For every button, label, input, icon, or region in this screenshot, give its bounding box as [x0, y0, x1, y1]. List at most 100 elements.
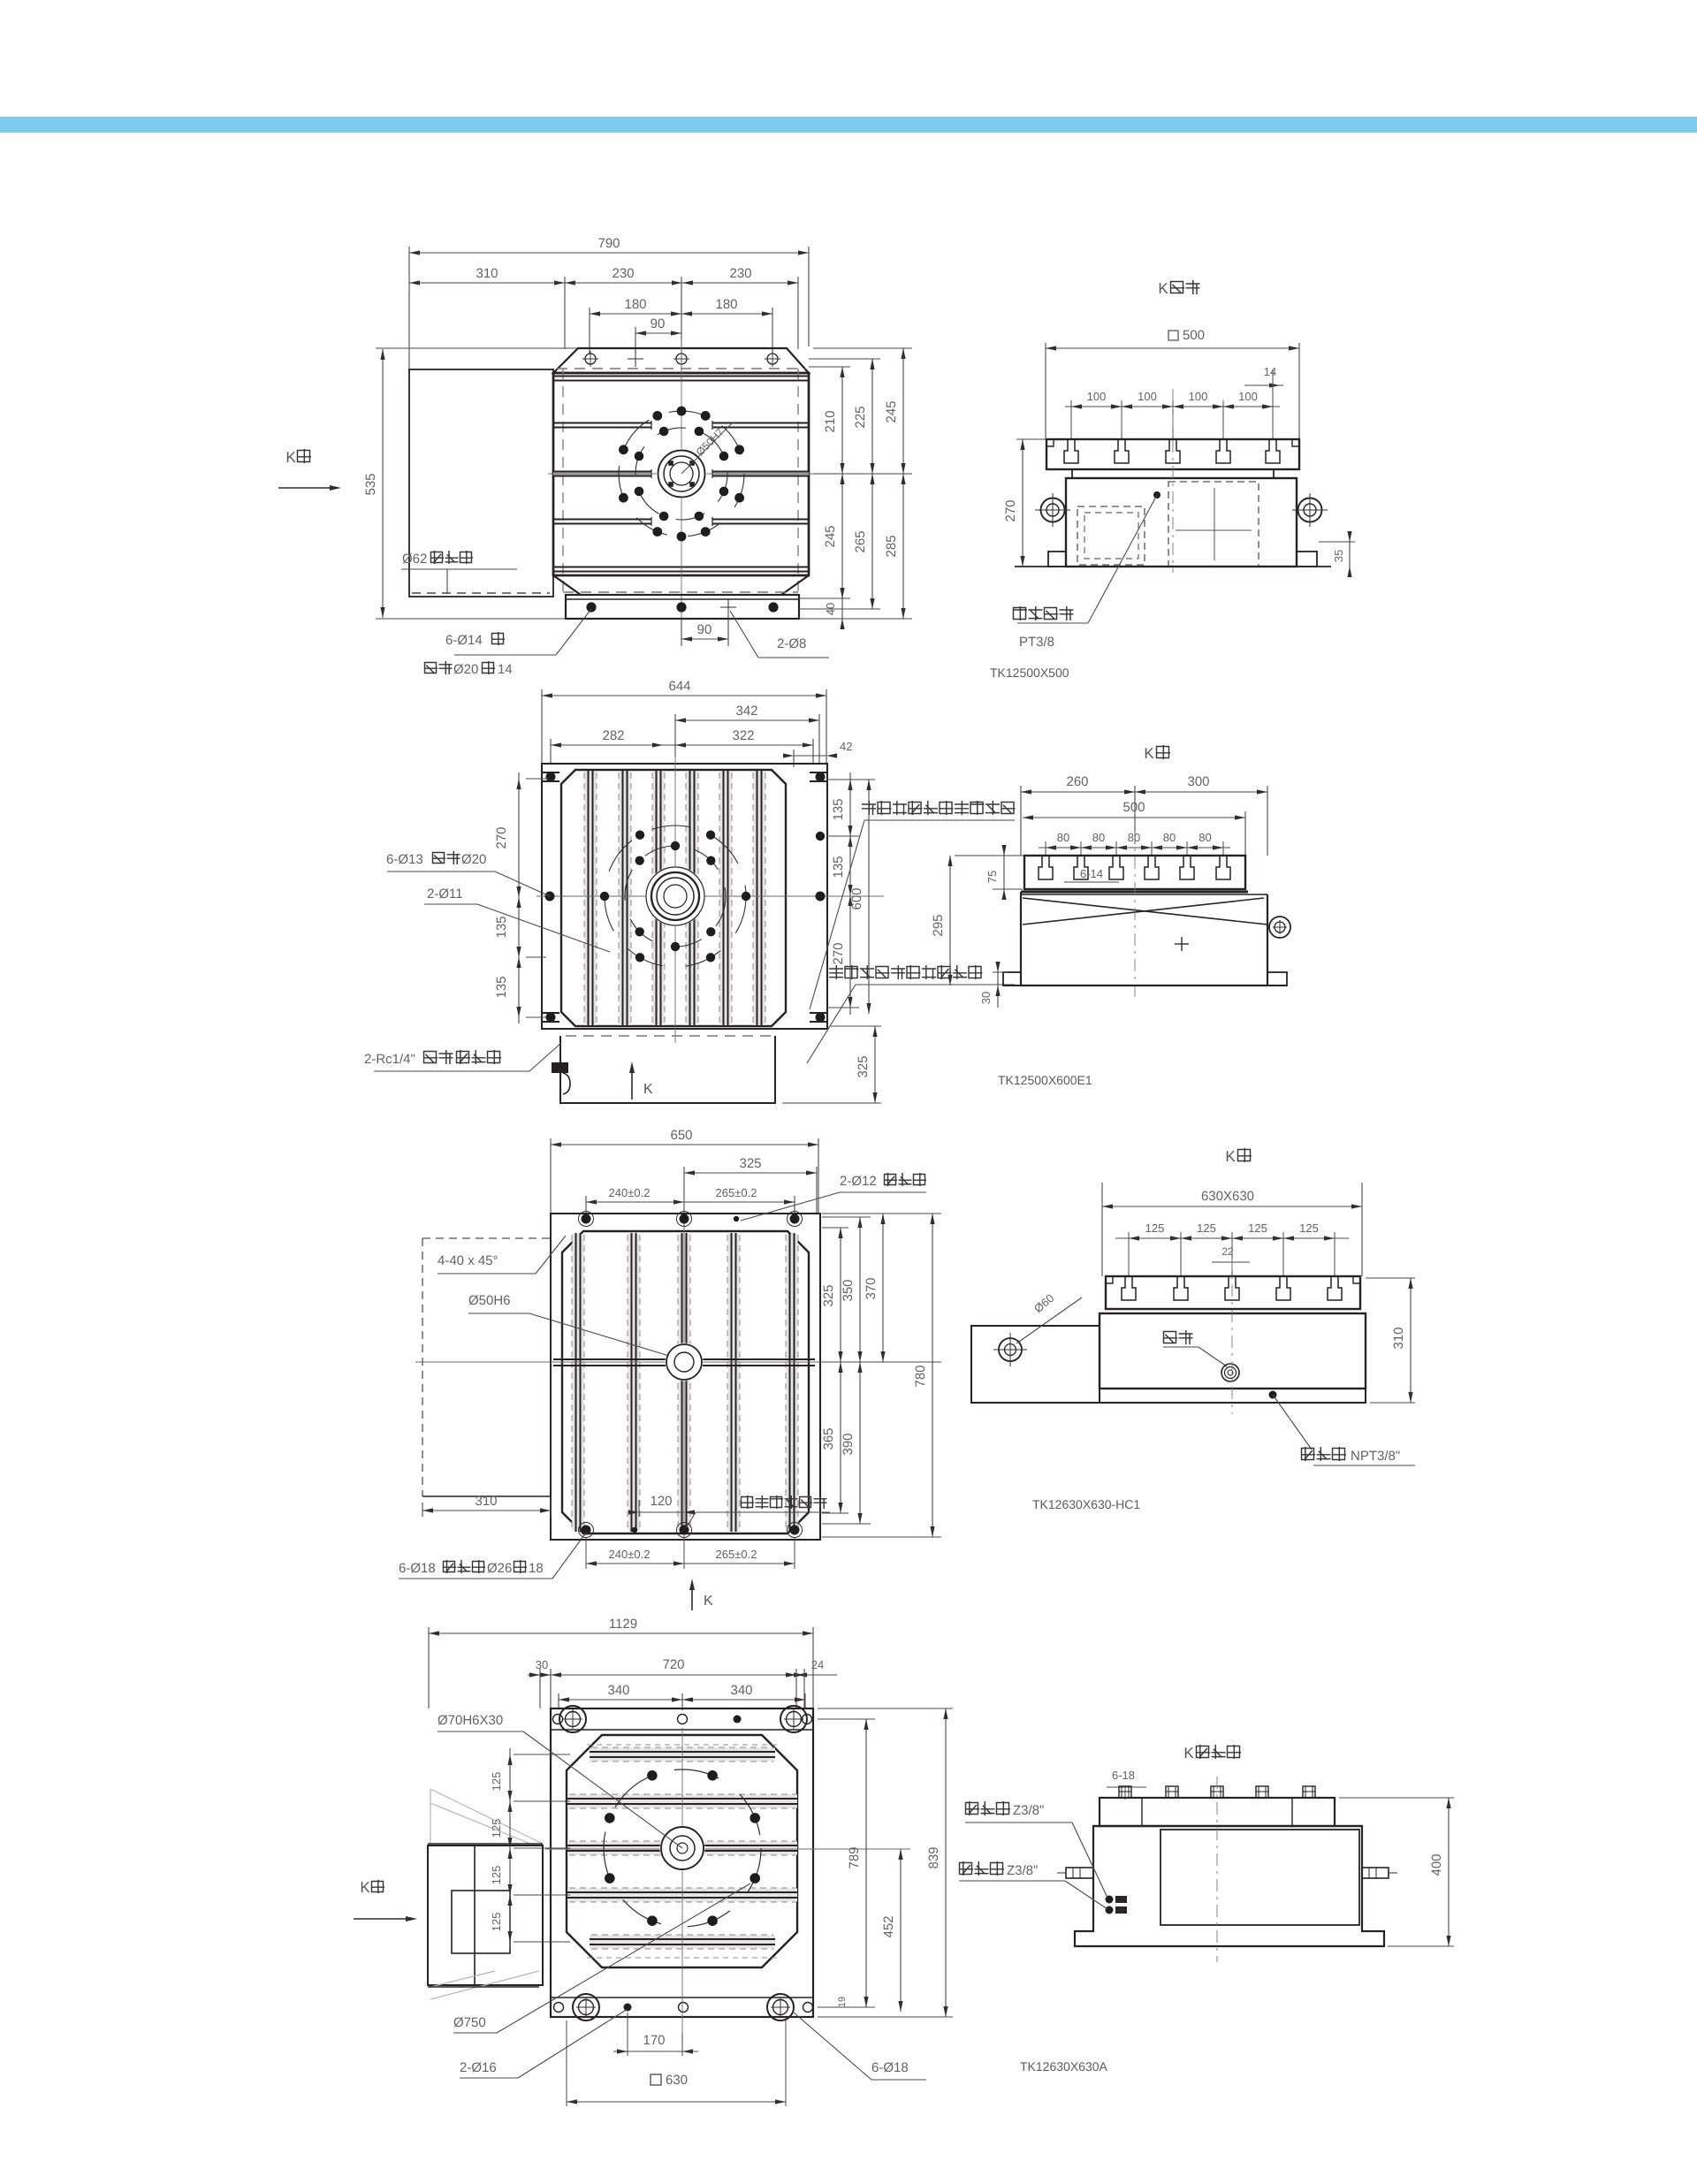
svg-text:100: 100	[1189, 390, 1208, 403]
svg-text:125: 125	[1145, 1221, 1165, 1235]
svg-text:500: 500	[1122, 800, 1145, 815]
svg-text:14: 14	[498, 662, 513, 677]
svg-text:600: 600	[849, 887, 864, 909]
svg-text:40: 40	[824, 603, 837, 615]
svg-text:80: 80	[1092, 831, 1105, 844]
svg-text:K: K	[704, 1594, 713, 1609]
svg-text:90: 90	[651, 316, 666, 331]
svg-text:14: 14	[1264, 365, 1276, 378]
svg-text:Ø70H6X30: Ø70H6X30	[438, 1713, 503, 1728]
svg-text:Ø26: Ø26	[487, 1561, 512, 1576]
svg-text:K: K	[1144, 745, 1154, 762]
svg-text:322: 322	[732, 728, 754, 743]
svg-text:365: 365	[821, 1427, 836, 1450]
svg-text:1129: 1129	[609, 1617, 637, 1632]
svg-text:270: 270	[1003, 499, 1018, 521]
svg-text:K: K	[1183, 1745, 1194, 1762]
svg-text:Z3/8": Z3/8"	[1013, 1803, 1044, 1818]
svg-text:100: 100	[1238, 390, 1258, 403]
svg-text:310: 310	[475, 1494, 497, 1509]
svg-text:225: 225	[853, 406, 868, 428]
svg-text:644: 644	[668, 679, 690, 694]
svg-text:135: 135	[831, 798, 846, 820]
svg-text:282: 282	[602, 728, 624, 743]
svg-text:22: 22	[1221, 1245, 1234, 1258]
svg-text:325: 325	[856, 1055, 871, 1077]
svg-text:18: 18	[529, 1561, 544, 1576]
svg-text:839: 839	[926, 1846, 941, 1868]
svg-text:340: 340	[730, 1683, 752, 1698]
svg-text:80: 80	[1199, 831, 1211, 844]
svg-text:125: 125	[490, 1866, 503, 1885]
svg-text:125: 125	[490, 1913, 503, 1932]
svg-text:TK12630X630-HC1: TK12630X630-HC1	[1032, 1497, 1140, 1511]
svg-text:342: 342	[735, 704, 757, 719]
svg-text:6-Ø13: 6-Ø13	[386, 852, 423, 867]
svg-text:125: 125	[490, 1772, 503, 1792]
svg-text:NPT3/8": NPT3/8"	[1351, 1449, 1400, 1464]
svg-text:K: K	[285, 449, 296, 466]
svg-text:300: 300	[1187, 774, 1209, 789]
svg-text:42: 42	[840, 740, 852, 753]
svg-text:6-18: 6-18	[1112, 1769, 1135, 1782]
svg-text:789: 789	[847, 1846, 862, 1868]
svg-text:90: 90	[697, 622, 712, 637]
svg-text:295: 295	[931, 914, 946, 936]
svg-text:K: K	[1158, 280, 1168, 297]
svg-text:630X630: 630X630	[1201, 1189, 1254, 1204]
svg-text:4-40 x 45°: 4-40 x 45°	[438, 1253, 498, 1268]
svg-text:135: 135	[831, 856, 846, 878]
svg-text:K: K	[643, 1082, 653, 1097]
svg-text:125: 125	[1248, 1221, 1267, 1235]
svg-text:Ø20: Ø20	[461, 852, 486, 867]
svg-text:30: 30	[536, 1658, 548, 1671]
svg-text:245: 245	[884, 400, 899, 422]
svg-text:325: 325	[821, 1284, 836, 1306]
svg-text:310: 310	[476, 266, 498, 281]
svg-text:2-Ø8: 2-Ø8	[777, 636, 806, 651]
svg-text:210: 210	[823, 410, 838, 432]
svg-text:260: 260	[1066, 774, 1088, 789]
svg-text:30: 30	[979, 992, 993, 1004]
svg-text:265±0.2: 265±0.2	[716, 1548, 757, 1561]
svg-text:125: 125	[1299, 1221, 1319, 1235]
svg-text:2-Ø12: 2-Ø12	[840, 1174, 877, 1189]
svg-text:790: 790	[597, 236, 620, 251]
svg-text:780: 780	[913, 1365, 928, 1387]
svg-text:270: 270	[831, 942, 846, 964]
svg-text:PT3/8: PT3/8	[1019, 635, 1054, 650]
svg-text:370: 370	[864, 1277, 879, 1299]
svg-text:Ø50H6: Ø50H6	[468, 1293, 511, 1308]
svg-text:180: 180	[624, 297, 646, 312]
svg-text:500: 500	[1183, 328, 1205, 343]
svg-text:125: 125	[490, 1819, 503, 1838]
svg-text:2-Rc1/4": 2-Rc1/4"	[364, 1052, 415, 1067]
svg-text:80: 80	[1128, 831, 1140, 844]
svg-text:TK12500X600E1: TK12500X600E1	[998, 1073, 1092, 1087]
svg-text:245: 245	[823, 525, 838, 547]
svg-text:6-14: 6-14	[1080, 867, 1103, 880]
svg-text:Z3/8": Z3/8"	[1007, 1863, 1038, 1878]
svg-text:240±0.2: 240±0.2	[609, 1186, 651, 1199]
svg-text:630: 630	[666, 2073, 688, 2088]
svg-text:2-Ø16: 2-Ø16	[460, 2060, 497, 2075]
svg-text:452: 452	[881, 1915, 896, 1937]
svg-text:285: 285	[884, 535, 899, 557]
svg-text:720: 720	[662, 1657, 684, 1672]
svg-text:100: 100	[1138, 390, 1157, 403]
svg-text:125: 125	[1197, 1221, 1216, 1235]
svg-text:Ø750: Ø750	[453, 2015, 486, 2030]
svg-text:120: 120	[650, 1494, 672, 1509]
svg-text:135: 135	[494, 916, 509, 938]
svg-text:6-Ø18: 6-Ø18	[871, 2060, 909, 2075]
svg-text:80: 80	[1163, 831, 1176, 844]
svg-text:75: 75	[985, 871, 999, 883]
svg-text:310: 310	[1391, 1327, 1406, 1349]
svg-text:650: 650	[670, 1128, 692, 1143]
svg-text:180: 180	[715, 297, 737, 312]
svg-text:390: 390	[841, 1433, 856, 1455]
svg-text:240±0.2: 240±0.2	[609, 1548, 651, 1561]
svg-text:230: 230	[729, 266, 751, 281]
svg-text:340: 340	[607, 1683, 629, 1698]
svg-text:19: 19	[837, 1997, 848, 2007]
